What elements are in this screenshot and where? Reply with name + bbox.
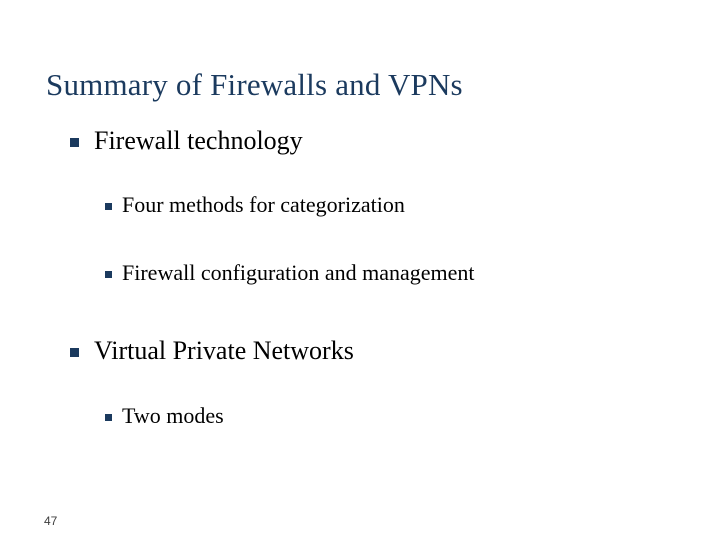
square-bullet-icon (70, 138, 79, 147)
bullet-item-level-2: Firewall configuration and management (0, 256, 720, 330)
bullet-text: Two modes (122, 403, 224, 428)
bullet-text: Firewall technology (94, 126, 303, 155)
square-bullet-icon (105, 203, 112, 210)
page-title: Summary of Firewalls and VPNs (46, 66, 463, 102)
square-bullet-icon (105, 271, 112, 278)
slide-body-bullet-list: Firewall technology Four methods for cat… (0, 120, 720, 459)
square-bullet-icon (70, 348, 79, 357)
bullet-item-level-2: Four methods for categorization (0, 188, 720, 256)
bullet-text: Four methods for categorization (122, 192, 405, 217)
bullet-text: Virtual Private Networks (94, 336, 354, 365)
slide-page-number: 47 (44, 514, 58, 528)
bullet-item-level-2: Two modes (0, 399, 720, 459)
bullet-text: Firewall configuration and management (122, 260, 475, 285)
square-bullet-icon (105, 414, 112, 421)
bullet-item-level-1: Virtual Private Networks (0, 330, 720, 399)
bullet-item-level-1: Firewall technology (0, 120, 720, 188)
